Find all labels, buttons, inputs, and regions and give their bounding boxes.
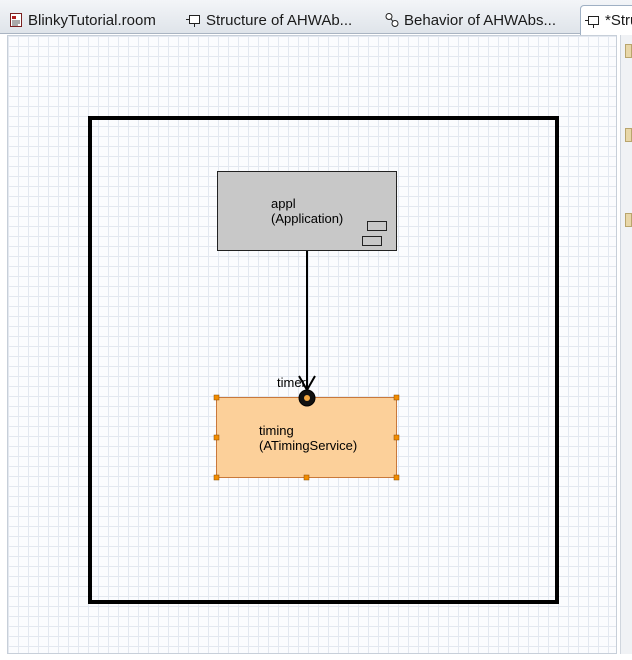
sub-structure-icon <box>367 221 387 231</box>
tab-label: Structure of AHWAb... <box>206 11 353 29</box>
structure-icon <box>186 12 202 28</box>
tab-label: *Stru <box>605 12 632 29</box>
actor-class-frame[interactable] <box>88 116 559 604</box>
actor-ref-type: (ATimingService) <box>259 438 357 453</box>
diagram-canvas[interactable] <box>7 35 617 654</box>
actor-ref-timing[interactable]: timing (ATimingService) <box>213 394 400 481</box>
port-timer[interactable] <box>298 389 316 407</box>
tab-behavior-of-ahwabs[interactable]: Behavior of AHWAbs... <box>384 6 570 34</box>
actor-ref-type: (Application) <box>271 211 343 226</box>
tab-blinky-tutorial-room[interactable]: BlinkyTutorial.room <box>8 6 178 34</box>
palette-strip[interactable] <box>620 35 632 654</box>
tab-label: Behavior of AHWAbs... <box>404 11 557 29</box>
editor-tab-bar: BlinkyTutorial.room Structure of AHWAb..… <box>0 0 632 35</box>
actor-ref-name: timing <box>259 423 294 438</box>
behavior-icon <box>384 12 400 28</box>
tab-label: BlinkyTutorial.room <box>28 11 156 29</box>
actor-ref-box[interactable] <box>217 171 397 251</box>
sub-structure-icon <box>362 236 382 246</box>
actor-ref-appl[interactable]: appl (Application) <box>217 171 397 251</box>
structure-icon <box>585 13 601 29</box>
actor-ref-name: appl <box>271 196 296 211</box>
port-label: timer <box>277 375 307 390</box>
actor-ref-box[interactable] <box>216 397 397 478</box>
room-file-icon <box>8 12 24 28</box>
tab-structure-of-ahwab[interactable]: Structure of AHWAb... <box>186 6 372 34</box>
tab-structure-active[interactable]: *Stru <box>580 5 632 35</box>
